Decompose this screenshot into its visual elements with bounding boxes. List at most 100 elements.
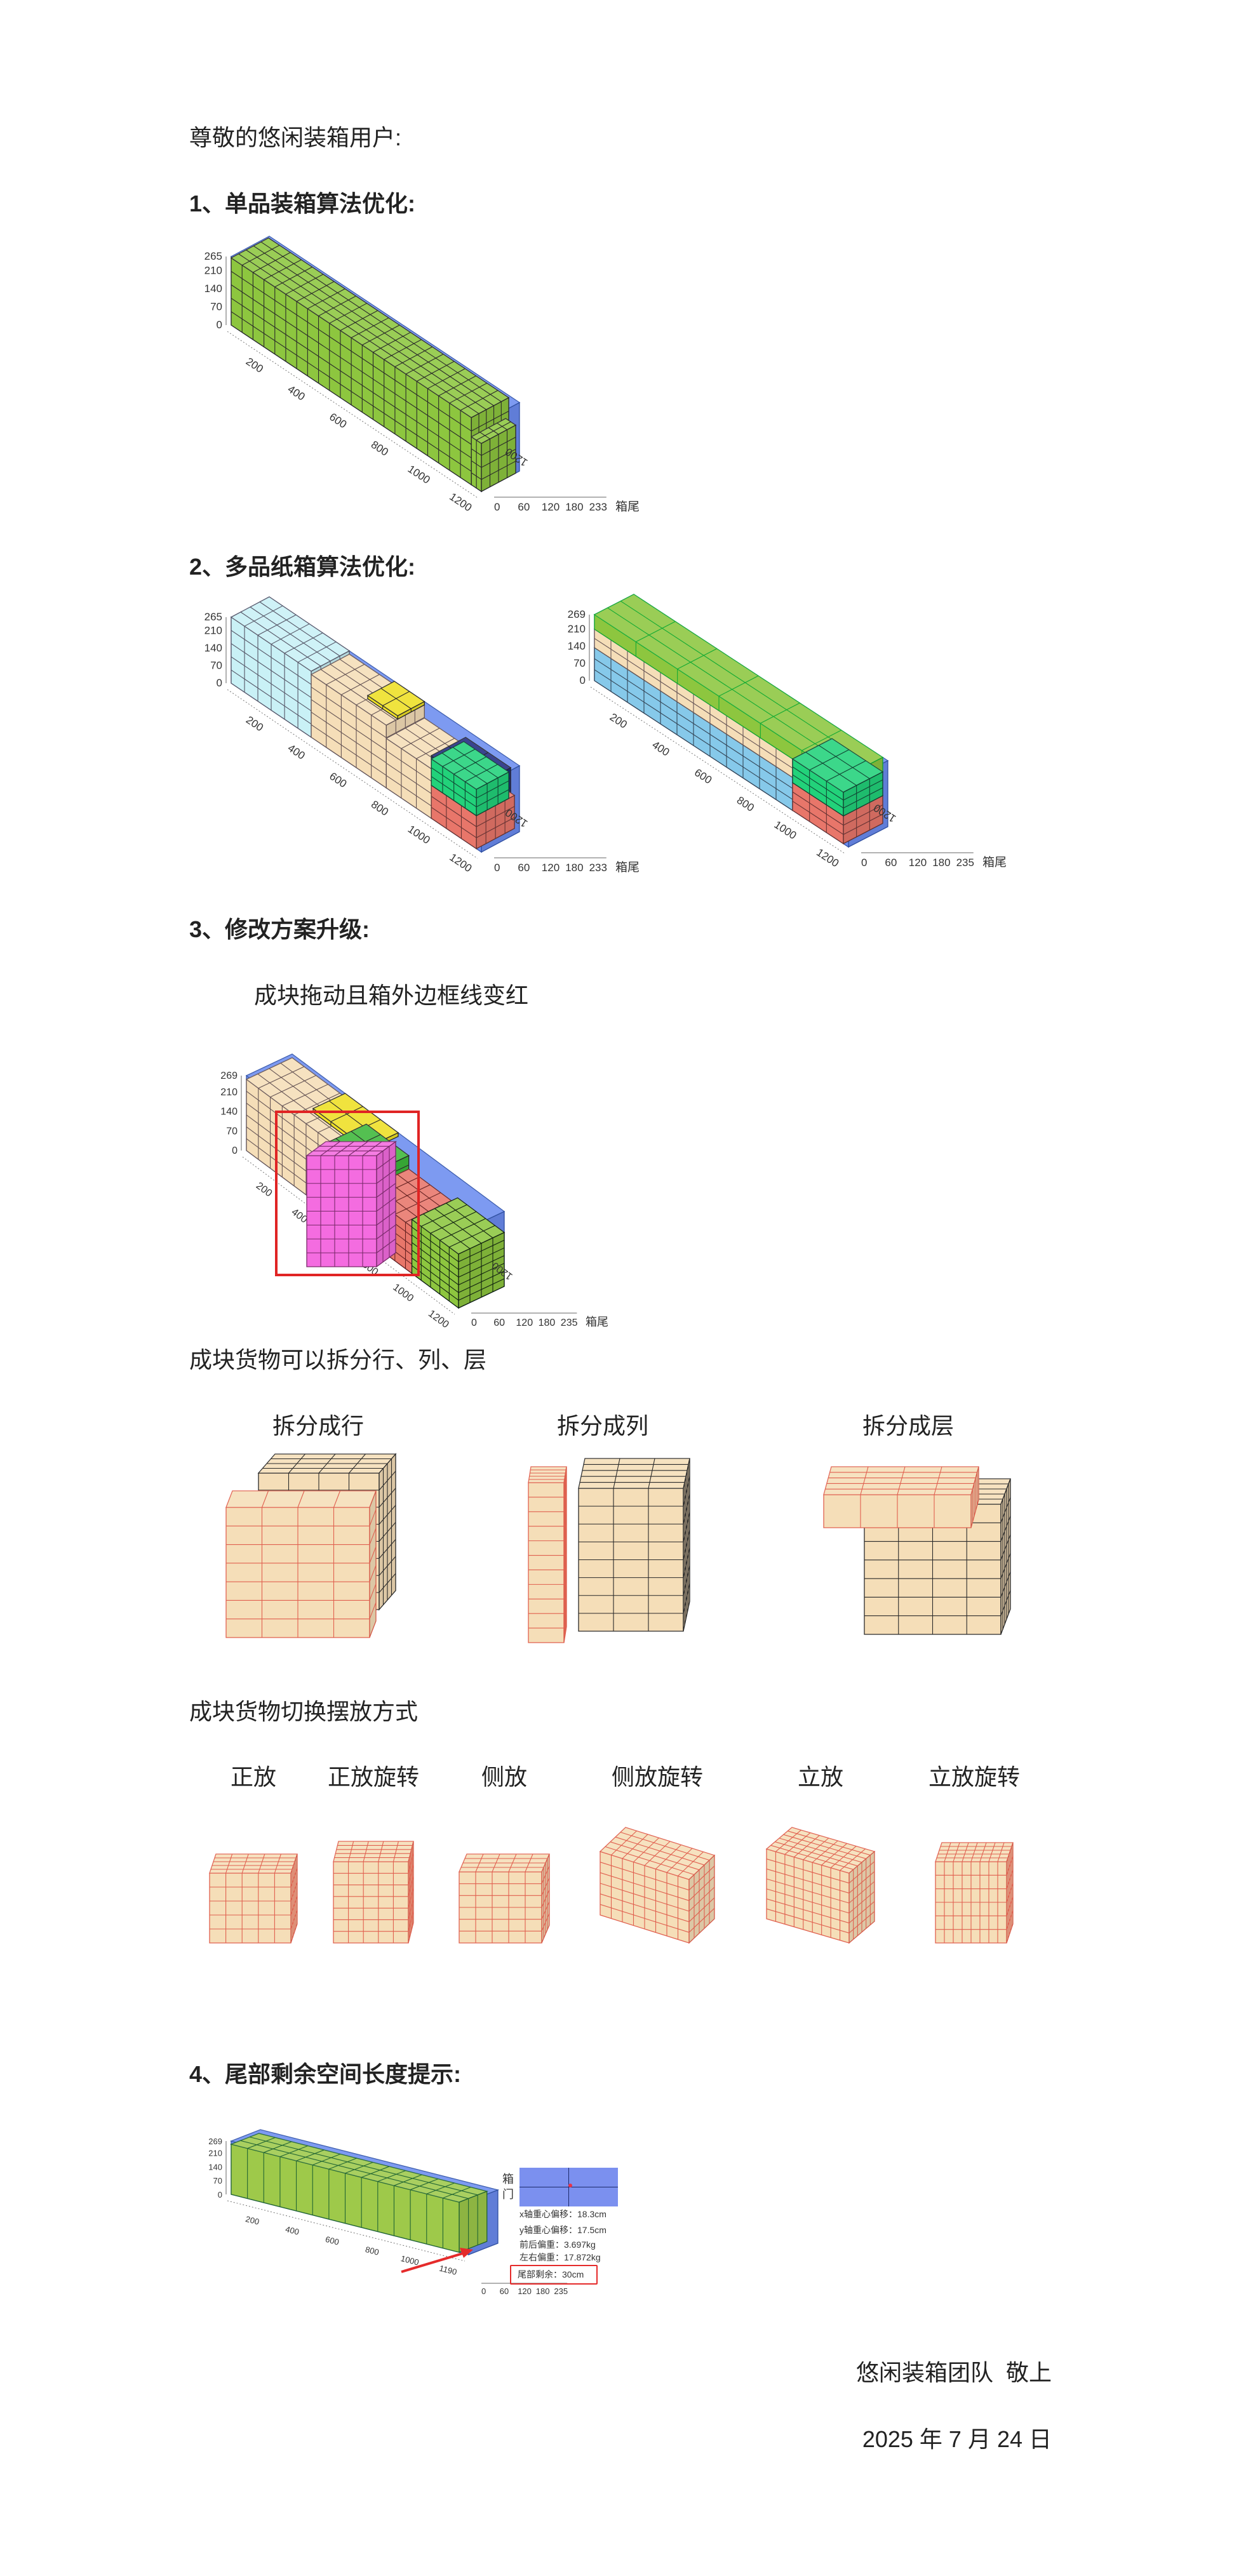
x-axis bbox=[227, 689, 478, 859]
grid-line bbox=[362, 1141, 382, 1156]
grid-line bbox=[241, 244, 280, 266]
x-tick-label: 200 bbox=[245, 2214, 260, 2227]
grid-line bbox=[677, 648, 717, 670]
split-note: 成块货物可以拆分行、列、层 bbox=[189, 1347, 487, 1373]
grid-line bbox=[465, 764, 498, 782]
grid-line bbox=[541, 1865, 550, 1884]
grid-line bbox=[231, 284, 472, 445]
grid-line bbox=[333, 1490, 341, 1508]
grid-line bbox=[431, 767, 477, 799]
grid-line bbox=[334, 1141, 354, 1156]
grid-line bbox=[431, 807, 477, 838]
grid-line bbox=[329, 303, 367, 324]
z-axis-label: 箱尾 bbox=[615, 860, 640, 874]
grid-line bbox=[611, 1831, 637, 1855]
grid-line bbox=[376, 1238, 396, 1253]
grid-line bbox=[369, 1509, 377, 1526]
grid-line bbox=[348, 1841, 354, 1862]
cargo-block bbox=[366, 681, 426, 720]
x-tick-label: 1200 bbox=[447, 851, 474, 874]
face-shade bbox=[333, 1841, 413, 1862]
grid-line bbox=[231, 298, 472, 458]
grid-line bbox=[446, 1203, 493, 1238]
grid-line bbox=[431, 776, 477, 808]
split-column-remaining bbox=[578, 1458, 690, 1632]
grid-line bbox=[369, 1528, 377, 1545]
x-tick-label: 600 bbox=[692, 766, 714, 786]
y-tick-label: 269 bbox=[568, 608, 586, 620]
grid-line bbox=[259, 601, 340, 657]
grid-line bbox=[636, 621, 676, 643]
grid-line bbox=[290, 1895, 298, 1916]
grid-line bbox=[285, 274, 324, 295]
grid-line bbox=[766, 1868, 850, 1893]
x-tick-label: 800 bbox=[369, 798, 391, 818]
grid-line bbox=[458, 1255, 505, 1278]
grid-line bbox=[1006, 1869, 1014, 1889]
grid-line bbox=[476, 789, 509, 808]
greeting: 尊敬的悠闲装箱用户: bbox=[189, 124, 402, 150]
z-tick-label: 180 bbox=[539, 1318, 556, 1328]
left-right-weight-text: 左右偏重：17.872kg bbox=[519, 2252, 601, 2262]
grid-line bbox=[666, 1848, 693, 1873]
grid-line bbox=[379, 1522, 396, 1542]
grid-line bbox=[443, 2187, 471, 2199]
grid-line bbox=[458, 1247, 505, 1270]
grid-line bbox=[311, 712, 387, 763]
face-shade bbox=[370, 1491, 376, 1638]
cargo-block bbox=[229, 2133, 488, 2253]
grid-line bbox=[376, 1183, 396, 1198]
section-2-title: 2、多品纸箱算法优化: bbox=[189, 554, 416, 580]
grid-line bbox=[843, 787, 883, 809]
grid-line bbox=[449, 382, 487, 404]
grid-line bbox=[563, 1612, 567, 1629]
grid-line bbox=[792, 774, 844, 809]
grid-line bbox=[290, 1909, 298, 1930]
orient-label-standing-rotated: 立放旋转 bbox=[928, 1764, 1021, 1790]
grid-line bbox=[792, 791, 844, 826]
grid-line bbox=[563, 1525, 567, 1541]
grid-line bbox=[458, 1271, 505, 1293]
x-tick-label: 1000 bbox=[391, 1282, 415, 1304]
grid-line bbox=[369, 1546, 377, 1564]
orient-label-side-rotated: 侧放旋转 bbox=[611, 1764, 704, 1790]
grid-line bbox=[481, 448, 516, 468]
split-layer-slab bbox=[823, 1466, 979, 1528]
grid-line bbox=[600, 1893, 690, 1923]
x-tick-label: 600 bbox=[327, 770, 349, 791]
x-tick-label: 200 bbox=[254, 1180, 274, 1199]
grid-line bbox=[1000, 1516, 1011, 1542]
grid-line bbox=[770, 1845, 854, 1870]
orient-label-upright: 正放 bbox=[230, 1764, 277, 1790]
grid-line bbox=[373, 331, 411, 353]
y-tick-label: 140 bbox=[220, 1107, 238, 1118]
grid-line bbox=[848, 1911, 875, 1933]
grid-line bbox=[760, 702, 800, 724]
section-4-title: 4、尾部剩余空间长度提示: bbox=[189, 2061, 462, 2087]
x-tick-label: 1190 bbox=[438, 2263, 458, 2276]
grid-line bbox=[819, 745, 870, 779]
box-face bbox=[528, 1482, 565, 1643]
grid-line bbox=[376, 1155, 396, 1170]
y-tick-label: 0 bbox=[232, 1145, 238, 1156]
x-tick-label: 1000 bbox=[400, 2253, 420, 2267]
grid-line bbox=[231, 656, 312, 711]
y-tick-label: 0 bbox=[217, 319, 222, 331]
grid-line bbox=[460, 390, 499, 411]
grid-line bbox=[594, 658, 793, 789]
grid-line bbox=[379, 1471, 396, 1491]
grid-line bbox=[274, 267, 312, 288]
grid-line bbox=[452, 747, 499, 778]
grid-line bbox=[962, 1842, 969, 1862]
grid-line bbox=[394, 346, 432, 368]
face-shade bbox=[307, 1142, 396, 1156]
grid-line bbox=[481, 437, 516, 456]
grid-line bbox=[471, 411, 509, 432]
x-tick-label: 400 bbox=[286, 742, 307, 762]
grid-line bbox=[379, 1505, 396, 1525]
grid-line bbox=[1006, 1883, 1014, 1903]
grid-line bbox=[479, 432, 490, 439]
y-tick-label: 210 bbox=[220, 1087, 238, 1098]
grid-line bbox=[775, 1841, 858, 1867]
grid-line bbox=[250, 606, 331, 662]
